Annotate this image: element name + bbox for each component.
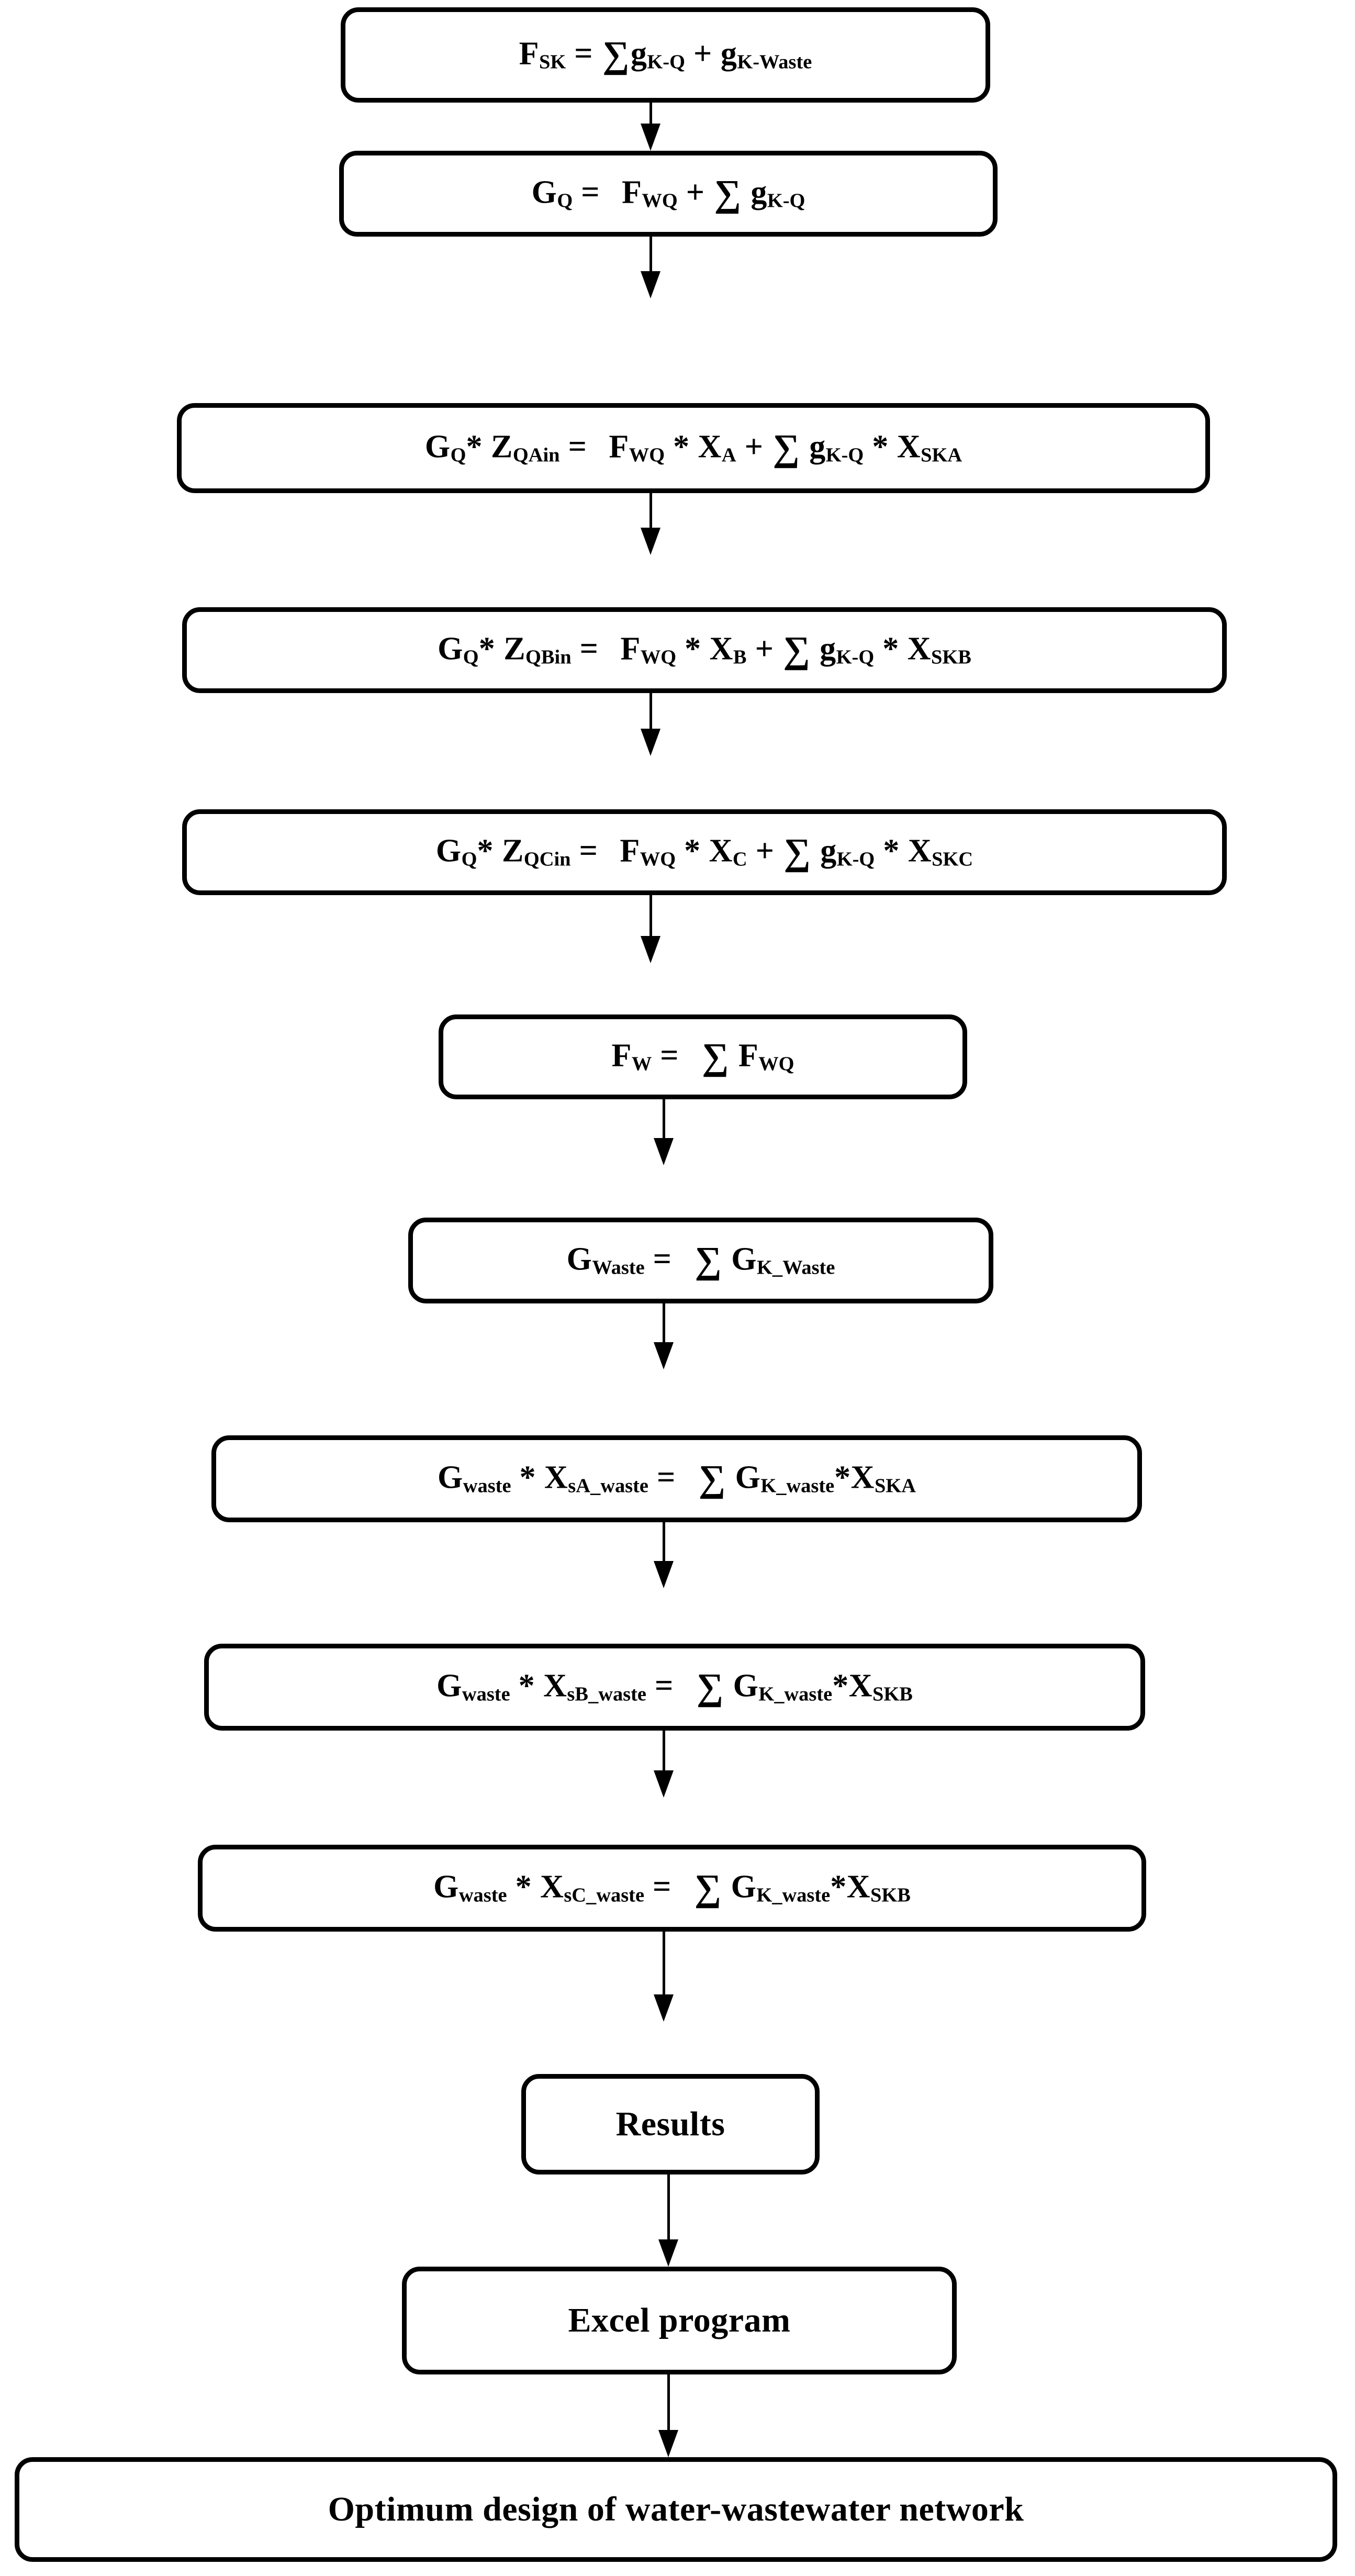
node-equation-gwaste[interactable]: GWaste = ∑ GK_Waste bbox=[408, 1218, 993, 1303]
node-equation-fsk[interactable]: FSK = ∑gK-Q + gK-Waste bbox=[341, 7, 990, 103]
equation-gwaste-xsa-text: Gwaste * XsA_waste = ∑ GK_waste*XSKA bbox=[438, 1457, 916, 1500]
node-excel-program-step[interactable]: Excel program bbox=[402, 2267, 957, 2374]
equation-gq-zqcin-text: GQ* ZQCin = FWQ * XC + ∑ gK-Q * XSKC bbox=[435, 831, 973, 873]
optimum-design-label: Optimum design of water-wastewater netwo… bbox=[328, 2490, 1024, 2529]
excel-program-label: Excel program bbox=[568, 2301, 791, 2340]
equation-fsk-text: FSK = ∑gK-Q + gK-Waste bbox=[519, 34, 812, 76]
equation-gq-text: GQ = FWQ + ∑ gK-Q bbox=[531, 172, 805, 215]
equation-gq-zqain-text: GQ* ZQAin = FWQ * XA + ∑ gK-Q * XSKA bbox=[424, 427, 962, 469]
node-equation-gwaste-xsa[interactable]: Gwaste * XsA_waste = ∑ GK_waste*XSKA bbox=[211, 1435, 1142, 1522]
node-equation-gq-zqain[interactable]: GQ* ZQAin = FWQ * XA + ∑ gK-Q * XSKA bbox=[177, 403, 1210, 493]
node-equation-gq-zqbin[interactable]: GQ* ZQBin = FWQ * XB + ∑ gK-Q * XSKB bbox=[182, 607, 1227, 693]
node-equation-gwaste-xsc[interactable]: Gwaste * XsC_waste = ∑ GK_waste*XSKB bbox=[198, 1845, 1146, 1932]
equation-gwaste-text: GWaste = ∑ GK_Waste bbox=[566, 1239, 835, 1281]
node-equation-fw[interactable]: FW = ∑ FWQ bbox=[439, 1014, 967, 1099]
results-label: Results bbox=[615, 2105, 725, 2144]
equation-gq-zqbin-text: GQ* ZQBin = FWQ * XB + ∑ gK-Q * XSKB bbox=[438, 629, 971, 671]
equation-gwaste-xsc-text: Gwaste * XsC_waste = ∑ GK_waste*XSKB bbox=[433, 1867, 911, 1909]
equation-gwaste-xsb-text: Gwaste * XsB_waste = ∑ GK_waste*XSKB bbox=[436, 1666, 913, 1708]
equation-fw-text: FW = ∑ FWQ bbox=[611, 1035, 794, 1078]
node-optimum-design-outcome[interactable]: Optimum design of water-wastewater netwo… bbox=[15, 2457, 1337, 2562]
node-results-step[interactable]: Results bbox=[521, 2074, 820, 2174]
node-equation-gq-zqcin[interactable]: GQ* ZQCin = FWQ * XC + ∑ gK-Q * XSKC bbox=[182, 809, 1227, 895]
node-equation-gq[interactable]: GQ = FWQ + ∑ gK-Q bbox=[339, 151, 998, 237]
node-equation-gwaste-xsb[interactable]: Gwaste * XsB_waste = ∑ GK_waste*XSKB bbox=[204, 1644, 1145, 1731]
